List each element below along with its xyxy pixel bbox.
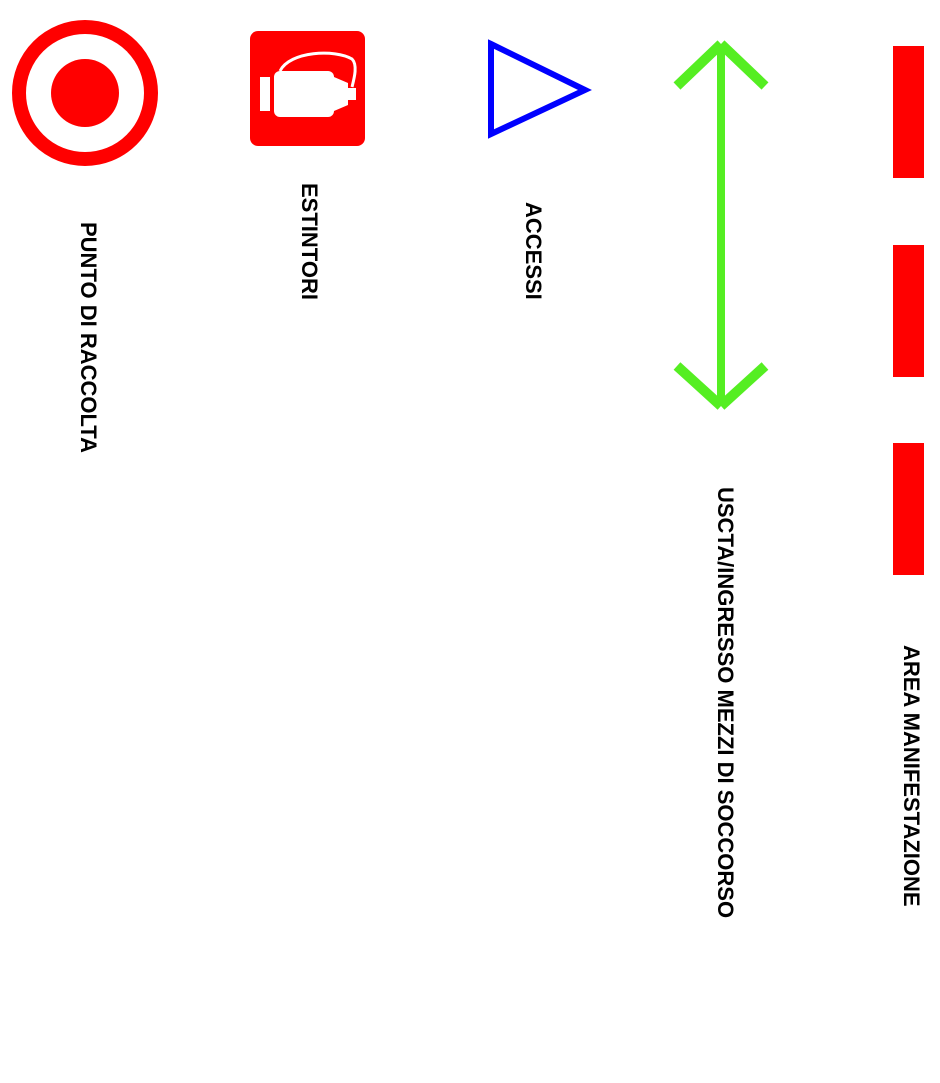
legend-label-accessi: ACCESSI — [521, 202, 546, 300]
target-circle-icon — [12, 20, 158, 166]
legend-label-uscita-ingresso: USCTA/INGRESSO MEZZI DI SOCCORSO — [713, 487, 738, 919]
double-arrow-icon — [673, 40, 769, 410]
fire-extinguisher-icon — [250, 31, 365, 146]
legend-label-area-manifestazione: AREA MANIFESTAZIONE — [899, 645, 924, 907]
dash-segment — [893, 443, 924, 575]
legend-label-estintori: ESTINTORI — [297, 183, 322, 300]
dash-segment — [893, 46, 924, 178]
legend-label-punto-di-raccolta: PUNTO DI RACCOLTA — [76, 222, 101, 453]
dash-segment — [893, 245, 924, 377]
triangle-outline-icon — [488, 39, 592, 139]
